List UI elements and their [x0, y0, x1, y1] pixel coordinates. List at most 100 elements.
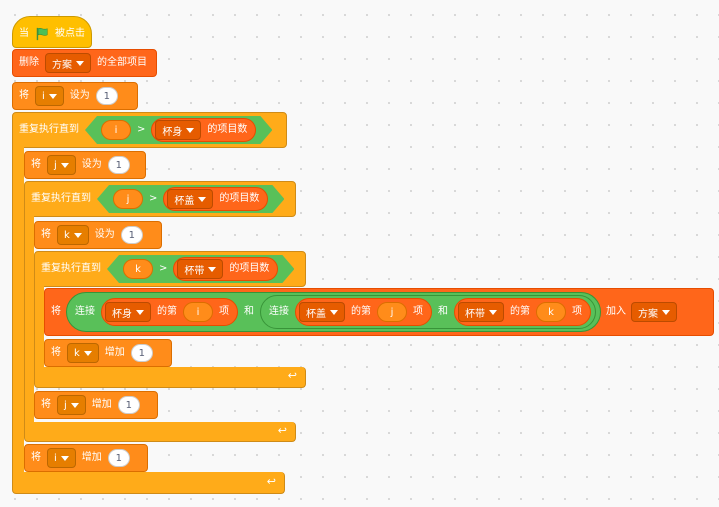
value-input[interactable]: 1 — [117, 396, 140, 414]
greater-than-operator[interactable]: k > 杯带 的项目数 — [107, 255, 294, 283]
value-input[interactable]: 1 — [95, 87, 118, 105]
set-verb-label: 将 — [19, 90, 29, 101]
variable-dropdown[interactable]: k — [57, 225, 89, 245]
set-variable-block[interactable]: 将 j 设为 1 — [24, 151, 146, 179]
set-to-label: 设为 — [94, 229, 115, 240]
add-verb-label: 将 — [51, 306, 61, 317]
greater-than-operator[interactable]: j > 杯盖 的项目数 — [97, 185, 284, 213]
repeat-until-label: 重复执行直到 — [41, 263, 101, 274]
dropdown-caret-icon — [489, 309, 497, 315]
dropdown-caret-icon — [48, 93, 57, 99]
length-label: 的项目数 — [229, 263, 270, 274]
list-dropdown[interactable]: 杯盖 — [299, 302, 345, 322]
delete-label: 删除 — [19, 57, 39, 68]
variable-dropdown[interactable]: i — [35, 86, 64, 106]
variable-dropdown[interactable]: i — [47, 448, 76, 468]
item-of-list-reporter[interactable]: 杯身 的第 i 项 — [101, 298, 238, 326]
loop-arrow-icon: ↩ — [287, 369, 297, 382]
repeat-until-label: 重复执行直到 — [31, 193, 91, 204]
item-suffix-label: 项 — [219, 306, 229, 317]
add-to-list-block[interactable]: 将 连接 杯身 的第 i 项 和 连接 杯盖 的第 j 项 和 — [44, 288, 714, 336]
repeat-until-block-k[interactable]: 重复执行直到 k > 杯带 的项目数 — [34, 251, 306, 287]
target-list-dropdown[interactable]: 方案 — [631, 302, 677, 322]
greater-than-sign: > — [149, 193, 158, 204]
change-by-label: 增加 — [81, 452, 102, 463]
value-input[interactable]: 1 — [107, 449, 130, 467]
list-length-reporter[interactable]: 杯身 的项目数 — [151, 118, 256, 142]
change-verb-label: 将 — [41, 399, 51, 410]
item-of-label: 的第 — [510, 306, 530, 317]
item-of-list-reporter[interactable]: 杯带 的第 k 项 — [454, 298, 591, 326]
join-operator-inner[interactable]: 连接 杯盖 的第 j 项 和 杯带 的第 k 项 — [260, 295, 596, 329]
change-variable-block[interactable]: 将 j 增加 1 — [34, 391, 158, 419]
and-label: 和 — [438, 306, 448, 317]
greater-than-operator[interactable]: i > 杯身 的项目数 — [85, 116, 272, 144]
set-verb-label: 将 — [41, 229, 51, 240]
hat-clicked-label: 被点击 — [55, 28, 85, 39]
set-to-label: 设为 — [81, 159, 102, 170]
list-dropdown[interactable]: 杯身 — [105, 302, 151, 322]
variable-dropdown[interactable]: j — [57, 395, 86, 415]
item-suffix-label: 项 — [572, 306, 582, 317]
dropdown-caret-icon — [330, 309, 338, 315]
list-dropdown[interactable]: 方案 — [45, 53, 91, 73]
variable-reporter[interactable]: k — [536, 302, 566, 322]
variable-reporter[interactable]: j — [377, 302, 407, 322]
hat-when-label: 当 — [19, 28, 29, 39]
change-by-label: 增加 — [91, 399, 112, 410]
loop-arm-j — [24, 216, 34, 424]
loop-footer-k[interactable]: ↩ — [34, 367, 306, 388]
greater-than-sign: > — [159, 263, 168, 274]
change-by-label: 增加 — [104, 347, 125, 358]
when-flag-clicked-hat[interactable]: 当 被点击 — [12, 16, 92, 48]
length-label: 的项目数 — [219, 193, 260, 204]
list-length-reporter[interactable]: 杯盖 的项目数 — [163, 187, 268, 211]
loop-footer-i[interactable]: ↩ — [12, 472, 285, 494]
value-input[interactable]: 1 — [130, 344, 153, 362]
item-of-label: 的第 — [157, 306, 177, 317]
variable-dropdown[interactable]: k — [67, 343, 99, 363]
variable-reporter[interactable]: i — [101, 120, 131, 140]
dropdown-caret-icon — [186, 128, 194, 133]
list-dropdown[interactable]: 杯带 — [177, 259, 223, 279]
dropdown-caret-icon — [60, 455, 69, 461]
variable-reporter[interactable]: i — [183, 302, 213, 322]
item-of-list-reporter[interactable]: 杯盖 的第 j 项 — [295, 298, 432, 326]
list-length-reporter[interactable]: 杯带 的项目数 — [173, 257, 278, 281]
variable-reporter[interactable]: j — [113, 189, 143, 209]
change-verb-label: 将 — [51, 347, 61, 358]
greater-than-sign: > — [137, 124, 146, 135]
repeat-until-label: 重复执行直到 — [19, 124, 79, 135]
set-variable-block[interactable]: 将 i 设为 1 — [12, 82, 138, 110]
join-operator-outer[interactable]: 连接 杯身 的第 i 项 和 连接 杯盖 的第 j 项 和 — [66, 292, 601, 332]
add-to-label: 加入 — [606, 306, 626, 317]
variable-dropdown[interactable]: j — [47, 155, 76, 175]
list-dropdown[interactable]: 杯身 — [155, 120, 201, 140]
change-verb-label: 将 — [31, 452, 41, 463]
item-of-label: 的第 — [351, 306, 371, 317]
change-variable-block[interactable]: 将 i 增加 1 — [24, 444, 148, 472]
dropdown-caret-icon — [208, 267, 216, 272]
set-variable-block[interactable]: 将 k 设为 1 — [34, 221, 162, 249]
list-dropdown[interactable]: 杯盖 — [167, 189, 213, 209]
change-variable-block[interactable]: 将 k 增加 1 — [44, 339, 172, 367]
delete-all-of-list-block[interactable]: 删除 方案 的全部项目 — [12, 49, 157, 77]
repeat-until-block-j[interactable]: 重复执行直到 j > 杯盖 的项目数 — [24, 181, 296, 217]
all-items-label: 的全部项目 — [97, 57, 147, 68]
green-flag-icon — [36, 27, 48, 41]
item-suffix-label: 项 — [413, 306, 423, 317]
value-input[interactable]: 1 — [120, 226, 143, 244]
length-label: 的项目数 — [207, 124, 248, 135]
repeat-until-block-i[interactable]: 重复执行直到 i > 杯身 的项目数 — [12, 112, 287, 148]
and-label: 和 — [244, 306, 254, 317]
list-dropdown[interactable]: 杯带 — [458, 302, 504, 322]
variable-reporter[interactable]: k — [123, 259, 153, 279]
value-input[interactable]: 1 — [107, 156, 130, 174]
loop-footer-j[interactable]: ↩ — [24, 422, 296, 442]
dropdown-caret-icon — [83, 350, 92, 356]
set-to-label: 设为 — [69, 90, 90, 101]
dropdown-caret-icon — [73, 232, 82, 238]
loop-arm-i — [12, 147, 24, 474]
dropdown-caret-icon — [662, 309, 670, 315]
dropdown-caret-icon — [76, 60, 84, 66]
